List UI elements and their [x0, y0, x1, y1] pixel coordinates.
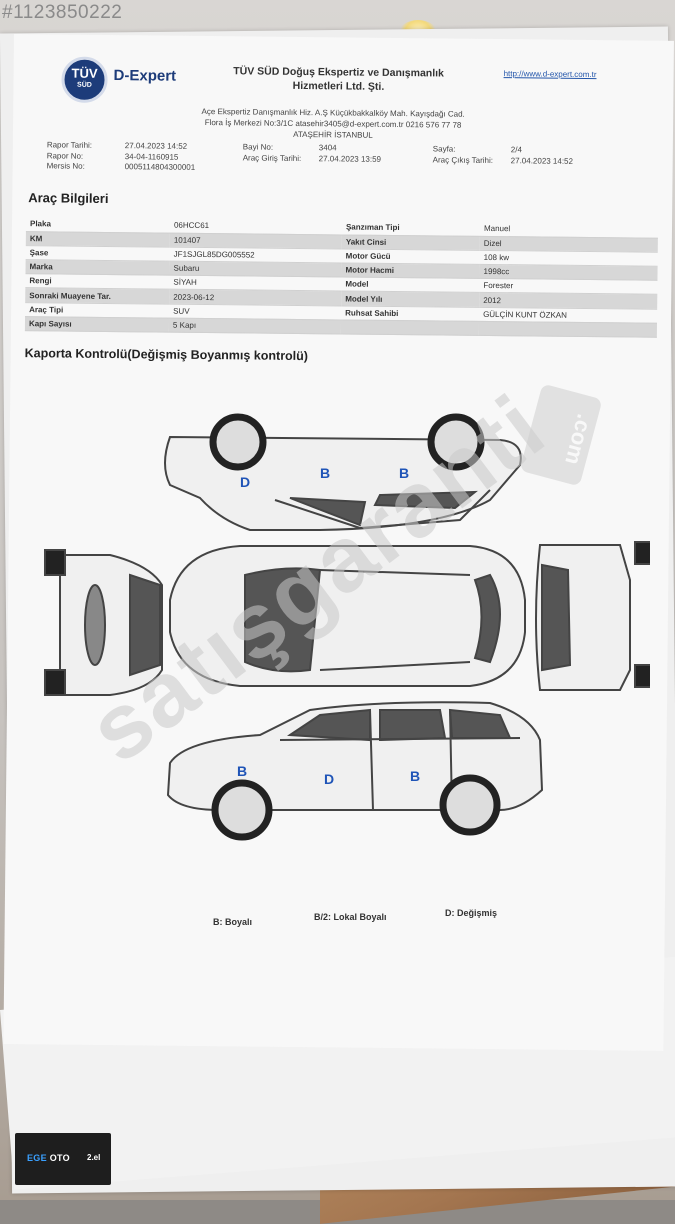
- mark-top-middle: B: [320, 465, 331, 481]
- report-date-label: Rapor Tarihi:: [46, 140, 93, 150]
- mark-bottom-front-fender: B: [237, 763, 248, 779]
- legend-painted: B: Boyalı: [213, 917, 253, 927]
- mark-top-rear: B: [399, 465, 410, 481]
- legend-changed: D: Değişmiş: [445, 908, 498, 918]
- entry-date-label: Araç Giriş Tarihi:: [242, 153, 302, 164]
- mark-bottom-rear-door: B: [410, 768, 421, 784]
- wheel-icon: [439, 774, 501, 836]
- page-label: Sayfa:: [432, 144, 456, 154]
- page-value: 2/4: [510, 145, 522, 155]
- wheel-icon: [211, 779, 273, 841]
- legend-local-painted: B/2: Lokal Boyalı: [314, 912, 387, 922]
- entry-date-value: 27.04.2023 13:59: [318, 154, 382, 164]
- report-no-value: 34-04-1160915: [124, 152, 179, 162]
- mersis-value: 0005114804300001: [124, 162, 196, 172]
- dealer-no-label: Bayi No:: [242, 142, 274, 152]
- report-no-label: Rapor No:: [46, 151, 84, 161]
- company-name: TÜV SÜD Doğuş Ekspertiz ve Danışmanlık H…: [233, 65, 445, 93]
- dealer-no-value: 3404: [318, 143, 337, 153]
- brand-name: D-Expert: [113, 67, 177, 85]
- company-url[interactable]: http://www.d-expert.com.tr: [503, 69, 597, 80]
- wheel-icon: [427, 413, 485, 471]
- mark-bottom-front-door: D: [324, 771, 335, 787]
- vehicle-info-title: Araç Bilgileri: [28, 190, 109, 206]
- mark-top-front-door: D: [240, 474, 251, 490]
- body-check-title: Kaporta Kontrolü(Değişmiş Boyanmış kontr…: [24, 346, 309, 364]
- wheel-icon: [209, 413, 267, 471]
- exit-date-label: Araç Çıkış Tarihi:: [432, 155, 494, 166]
- dealer-suffix: 2.el: [87, 1153, 101, 1162]
- company-address: Açe Ekspertiz Danışmanlık Hiz. A.Ş Küçük…: [201, 106, 465, 140]
- dealer-name: EGE OTO: [27, 1153, 70, 1163]
- dealer-badge: EGE OTO 2.el: [15, 1133, 111, 1185]
- car-body-diagram: [44, 413, 650, 841]
- wheels: [209, 413, 501, 841]
- report-date-value: 27.04.2023 14:52: [124, 141, 188, 151]
- exit-date-value: 27.04.2023 14:52: [510, 156, 574, 166]
- tuv-sud-logo-icon: TÜV SÜD: [61, 56, 108, 103]
- listing-id-watermark: #1123850222: [2, 2, 123, 23]
- mersis-label: Mersis No:: [46, 161, 85, 171]
